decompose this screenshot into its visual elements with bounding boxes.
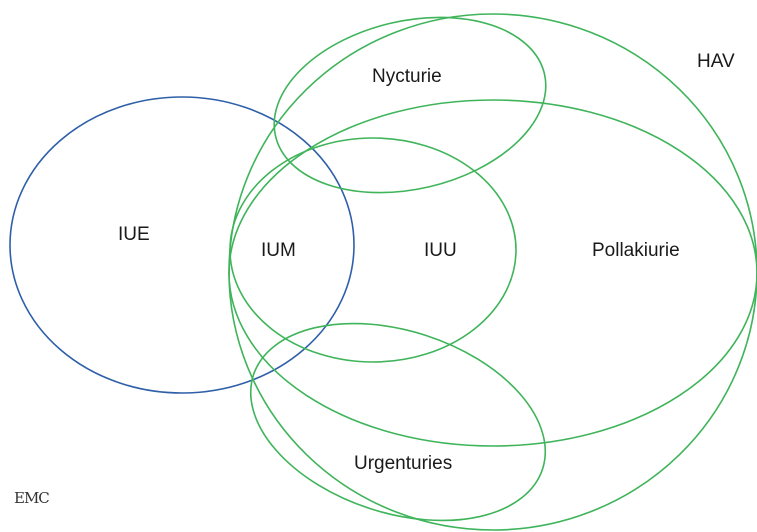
pollakiurie-ellipse — [228, 99, 757, 447]
iue-circle — [9, 96, 355, 394]
hav-label: HAV — [697, 51, 735, 72]
urgenturies-label: Urgenturies — [354, 453, 452, 474]
emc-logo: EMC — [14, 489, 49, 507]
ium-label: IUM — [261, 240, 296, 261]
iuu-ellipse — [229, 137, 517, 363]
nycturie-label: Nycturie — [372, 66, 442, 87]
iuu-label: IUU — [424, 240, 457, 261]
hav-circle — [228, 13, 757, 531]
urgenturies-ellipse — [249, 322, 547, 522]
nycturie-ellipse — [273, 16, 547, 194]
pollakiurie-label: Pollakiurie — [592, 240, 680, 261]
iue-label: IUE — [118, 224, 150, 245]
